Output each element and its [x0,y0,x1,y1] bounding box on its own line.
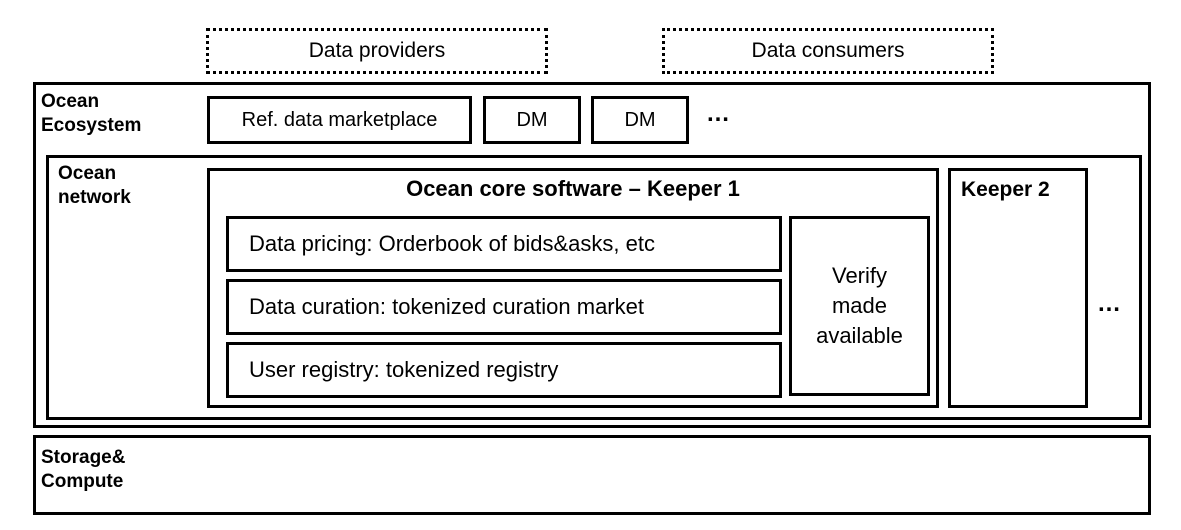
keeper-1-title: Ocean core software – Keeper 1 [406,176,740,201]
data-consumers-box: Data consumers [662,28,994,74]
keeper-2-box [948,168,1088,408]
data-providers-label: Data providers [308,39,446,62]
dm-box-2: DM [591,96,689,144]
user-registry-label: User registry: tokenized registry [249,357,559,382]
data-consumers-label: Data consumers [751,39,905,62]
ocean-ecosystem-label: Ocean Ecosystem [41,91,142,136]
dm-box-1: DM [483,96,581,144]
ref-data-marketplace-box: Ref. data marketplace [207,96,472,144]
verify-label: Verify made available [816,263,903,348]
dm-label-2: DM [624,108,656,131]
data-pricing-label: Data pricing: Orderbook of bids&asks, et… [249,231,655,256]
dm-label-1: DM [516,108,548,131]
verify-box: Verify made available [789,216,930,396]
keeper-2-title: Keeper 2 [961,178,1050,201]
data-pricing-box: Data pricing: Orderbook of bids&asks, et… [226,216,782,272]
more-marketplaces-ellipsis: … [706,100,731,127]
data-curation-box: Data curation: tokenized curation market [226,279,782,335]
ocean-network-label: Ocean network [58,163,131,208]
data-curation-label: Data curation: tokenized curation market [249,294,644,319]
data-providers-box: Data providers [206,28,548,74]
ref-data-marketplace-label: Ref. data marketplace [241,108,438,131]
storage-compute-box [33,435,1151,515]
more-keepers-ellipsis: … [1097,290,1122,317]
storage-compute-label: Storage& Compute [41,447,126,492]
user-registry-box: User registry: tokenized registry [226,342,782,398]
